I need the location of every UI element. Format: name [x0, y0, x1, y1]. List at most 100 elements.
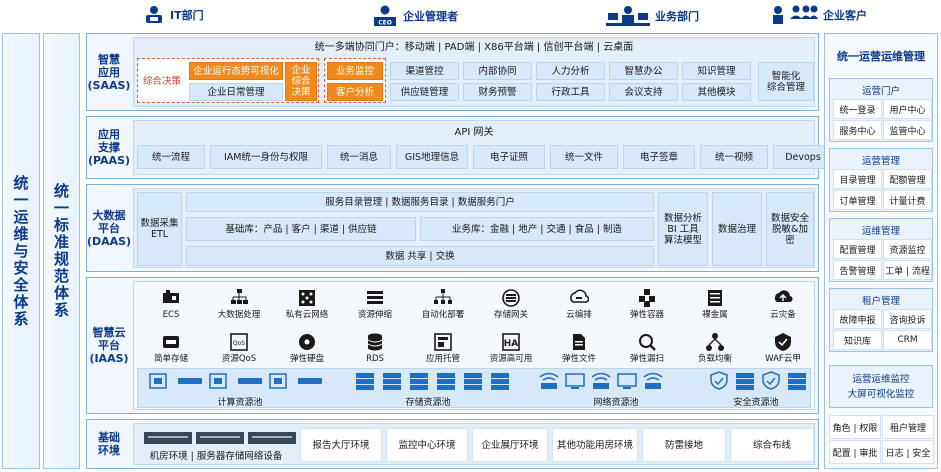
iaas-service-row2-0[interactable]: 简单存储: [138, 326, 204, 364]
right-item-2-2[interactable]: 告警管理: [833, 260, 882, 280]
right-item-3-0[interactable]: 故障申报: [833, 309, 882, 329]
saas-name: 智慧 应用 (SAAS): [87, 34, 131, 110]
iaas-service-row1-8[interactable]: 裸金属: [682, 282, 748, 320]
data-analysis[interactable]: 数据分析 BI 工具 算法模型: [658, 192, 708, 266]
data-security[interactable]: 数据安全 脱敏&加 密: [766, 192, 814, 266]
iaas-service-row1-1[interactable]: 大数据处理: [206, 282, 272, 320]
situation-visualization[interactable]: 企业运行态势可视化: [189, 62, 283, 80]
iaas-service-row2-6[interactable]: 弹性文件: [546, 326, 612, 364]
paas-item-8[interactable]: Devops: [773, 145, 833, 169]
right-bottom-item-3[interactable]: 日志 | 安全: [882, 440, 934, 464]
iaas-service-row1-4[interactable]: 自动化部署: [410, 282, 476, 320]
svg-text:HA: HA: [504, 339, 519, 349]
server-unit-icon: [238, 378, 262, 384]
infra-item-machine-room[interactable]: 机房环境 | 服务器存储网络设备: [149, 450, 283, 462]
saas-app-9[interactable]: 其他模块: [682, 83, 751, 101]
right-item-0-1[interactable]: 用户中心: [883, 99, 932, 119]
daas-name: 大数据 平台 (DAAS): [87, 185, 131, 271]
right-item-1-3[interactable]: 计量计费: [883, 190, 932, 210]
daily-management[interactable]: 企业日常管理: [189, 83, 283, 101]
saas-app-3[interactable]: 智慧办公: [609, 62, 678, 80]
right-bottom-item-0[interactable]: 角色 | 权限: [829, 415, 881, 439]
right-bottom-item-1[interactable]: 租户管理: [882, 415, 934, 439]
iaas-service-row1-5[interactable]: 存储网关: [478, 282, 544, 320]
iaas-service-row2-8[interactable]: 负载均衡: [682, 326, 748, 364]
saas-layer: 智慧 应用 (SAAS) 统一多端协同门户：移动端 | PAD端 | X86平台…: [86, 33, 819, 111]
saas-app-4[interactable]: 知识管理: [682, 62, 751, 80]
iaas-service-label: 云编排: [566, 310, 592, 320]
saas-app-1[interactable]: 内部协同: [463, 62, 532, 80]
ops-monitor-label[interactable]: 运营运维监控 大屏可视化监控: [847, 374, 915, 400]
iaas-service-row2-9[interactable]: WAF云甲: [750, 326, 816, 364]
role-business: 业务部门: [606, 5, 699, 27]
right-item-0-0[interactable]: 统一登录: [833, 99, 882, 119]
saas-app-6[interactable]: 财务预警: [463, 83, 532, 101]
saas-app-8[interactable]: 会议支持: [609, 83, 678, 101]
right-panel-title: 统一运营运维管理: [837, 50, 925, 63]
infra-item-3[interactable]: 企业展厅环境: [472, 428, 548, 462]
infra-item-4[interactable]: 其他功能用房环境: [552, 428, 638, 462]
service-catalog[interactable]: 服务目录管理 | 数据服务目录 | 数据服务门户: [186, 192, 654, 212]
paas-item-5[interactable]: 统一文件: [550, 145, 618, 169]
paas-item-4[interactable]: 电子证照: [473, 145, 545, 169]
infra-item-6[interactable]: 综合布线: [730, 428, 814, 462]
saas-app-5[interactable]: 供应链管理: [390, 83, 459, 101]
right-item-1-0[interactable]: 目录管理: [833, 169, 882, 189]
saas-app-7[interactable]: 行政工具: [536, 83, 605, 101]
iaas-service-row1-9[interactable]: 云灾备: [750, 282, 816, 320]
right-item-3-2[interactable]: 知识库: [833, 330, 882, 350]
iaas-service-row1-6[interactable]: 云编排: [546, 282, 612, 320]
api-gateway[interactable]: API 网关: [454, 126, 494, 138]
business-monitor[interactable]: 业务监控: [327, 62, 383, 80]
right-item-3-1[interactable]: 咨询投诉: [883, 309, 932, 329]
data-sharing[interactable]: 数据 共享 | 交换: [186, 246, 654, 266]
saas-app-2[interactable]: 人力分析: [536, 62, 605, 80]
iaas-service-label: 裸金属: [702, 310, 728, 320]
paas-item-7[interactable]: 统一视频: [700, 145, 768, 169]
comprehensive-decision[interactable]: 企业综合决策: [285, 62, 317, 101]
iaas-service-row2-7[interactable]: 弹性漏扫: [614, 326, 680, 364]
data-governance[interactable]: 数据治理: [712, 192, 762, 266]
right-item-2-1[interactable]: 资源监控: [883, 239, 932, 259]
right-item-1-1[interactable]: 配额管理: [883, 169, 932, 189]
paas-item-0[interactable]: 统一流程: [137, 145, 205, 169]
iaas-service-row2-2[interactable]: 弹性硬盘: [274, 326, 340, 364]
saas-app-0[interactable]: 渠道管控: [390, 62, 459, 80]
etl[interactable]: 数据采集 ETL: [137, 192, 182, 266]
security-pool-label: 安全资源池: [733, 398, 779, 408]
paas-item-1[interactable]: IAM统一身份与权限: [210, 145, 322, 169]
paas-item-3[interactable]: GIS地理信息: [396, 145, 468, 169]
paas-item-6[interactable]: 电子签章: [623, 145, 695, 169]
iaas-service-row1-3[interactable]: 资源伸缩: [342, 282, 408, 320]
vuln-scan-icon: [639, 334, 656, 351]
right-item-1-2[interactable]: 订单管理: [833, 190, 882, 210]
iaas-service-label: 大数据处理: [217, 310, 261, 320]
paas-item-2[interactable]: 统一消息: [327, 145, 391, 169]
smart-management[interactable]: 智能化 综合管理: [758, 62, 814, 101]
right-item-3-3[interactable]: CRM: [883, 330, 932, 350]
right-bottom-item-2[interactable]: 配置 | 审批: [829, 440, 881, 464]
base-library[interactable]: 基础库：产品 | 客户 | 渠道 | 供应链: [186, 217, 416, 241]
infra-item-2[interactable]: 监控中心环境: [386, 428, 468, 462]
iaas-service-row2-4[interactable]: 应用托管: [410, 326, 476, 364]
right-item-0-3[interactable]: 监管中心: [883, 120, 932, 140]
role-it: IT部门: [143, 5, 204, 25]
infra-item-1[interactable]: 报告大厅环境: [300, 428, 382, 462]
business-library[interactable]: 业务库：金融 | 地产 | 交通 | 食品 | 制造: [420, 217, 654, 241]
right-item-0-2[interactable]: 服务中心: [833, 120, 882, 140]
iaas-service-row1-7[interactable]: 弹性容器: [614, 282, 680, 320]
role-ceo: CEO 企业管理者: [372, 5, 458, 27]
customers-icon: [773, 5, 818, 24]
right-item-2-3[interactable]: 工单 | 流程: [883, 260, 932, 280]
iaas-service-row1-2[interactable]: 私有云网络: [274, 282, 340, 320]
infra-item-5[interactable]: 防雷接地: [642, 428, 726, 462]
iaas-service-row2-3[interactable]: RDS: [342, 326, 408, 364]
ops-security-bar: 统一运维与安全体系: [2, 33, 40, 469]
storage-server-icon: [356, 373, 374, 390]
right-item-2-0[interactable]: 配置管理: [833, 239, 882, 259]
customer-analysis[interactable]: 客户分析: [327, 83, 383, 101]
ops-monitor-group: 运营运维监控 大屏可视化监控: [829, 365, 933, 408]
iaas-service-row1-0[interactable]: ECS: [138, 282, 204, 320]
